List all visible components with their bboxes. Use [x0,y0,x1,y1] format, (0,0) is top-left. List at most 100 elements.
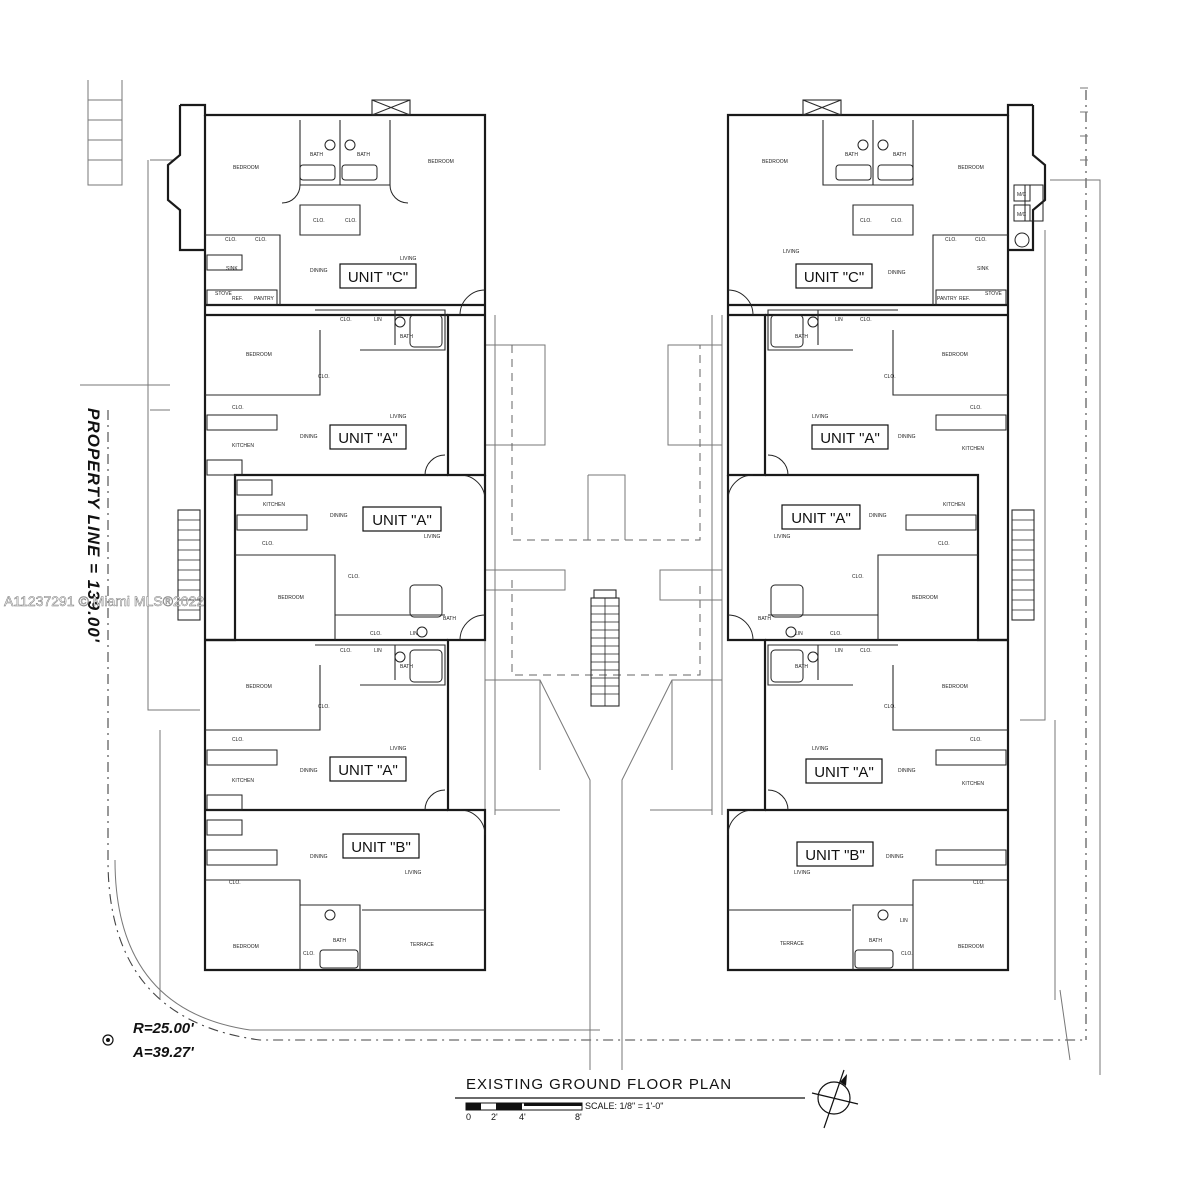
site-lines [80,80,1101,1075]
room-label: CLO. [340,317,352,323]
room-label: DINING [898,434,916,440]
room-label: CLO. [255,237,267,243]
center-stair [590,589,620,707]
room-label: CLO. [318,704,330,710]
scale-tick: 0 [466,1112,471,1122]
room-label: CLO. [318,374,330,380]
room-label: BATH [310,152,323,158]
meter-label-1: M/C [1017,192,1027,198]
room-label: CLO. [830,631,842,637]
room-label: DINING [330,513,348,519]
room-label: LIN [410,631,418,637]
room-label: LIVING [424,534,441,540]
room-label: BEDROOM [233,165,259,171]
room-label: PANTRY [254,296,274,302]
room-label: LIVING [400,256,417,262]
room-label: BATH [795,334,808,340]
room-label: SINK [226,266,238,272]
room-label: BEDROOM [912,595,938,601]
room-label: CLO. [860,218,872,224]
room-label: BEDROOM [942,352,968,358]
meter-boxes: M/C M/C [1013,184,1031,248]
room-label: CLO. [970,405,982,411]
room-label: CLO. [891,218,903,224]
room-label: LIVING [794,870,811,876]
room-label: SINK [977,266,989,272]
room-label: CLO. [970,737,982,743]
unit-labels-left: UNIT "C" UNIT "A" UNIT "A" UNIT "A" UNIT… [329,263,442,859]
room-label: BATH [893,152,906,158]
room-label: BEDROOM [233,944,259,950]
room-label: PANTRY [937,296,957,302]
room-label: LIVING [812,746,829,752]
room-label: LIVING [405,870,422,876]
north-arrow-icon [811,1069,859,1129]
unit-label: UNIT "A" [338,762,398,779]
room-label: CLO. [975,237,987,243]
unit-label: UNIT "A" [372,512,432,529]
watermark: A11237291 © Miami MLS®2022 [4,593,204,609]
room-label: REF. [959,296,970,302]
room-label: CLO. [852,574,864,580]
room-label: BEDROOM [762,159,788,165]
room-label: LIVING [783,249,800,255]
room-label: DINING [886,854,904,860]
room-label: KITCHEN [962,781,984,787]
unit-labels-right: UNIT "C" UNIT "A" UNIT "A" UNIT "A" UNIT… [781,263,889,867]
room-label: CLO. [860,317,872,323]
room-label: BEDROOM [246,684,272,690]
room-labels-left: BEDROOM BEDROOM BATH BATH CLO. CLO. CLO.… [215,152,456,957]
room-label: CLO. [370,631,382,637]
right-building [726,99,1047,972]
unit-label: UNIT "A" [338,430,398,447]
radius-label: R=25.00' [133,1020,194,1037]
room-label: DINING [300,768,318,774]
room-label: BEDROOM [942,684,968,690]
room-label: BATH [795,664,808,670]
room-label: CLO. [884,374,896,380]
room-label: BATH [400,334,413,340]
room-label: CLO. [229,880,241,886]
room-label: BATH [869,938,882,944]
scale-tick: 2' [491,1112,498,1122]
room-label: CLO. [348,574,360,580]
room-label: BEDROOM [278,595,304,601]
room-label: BATH [758,616,771,622]
side-stairs [177,509,1035,621]
room-label: DINING [898,768,916,774]
room-label: DINING [300,434,318,440]
room-label: DINING [869,513,887,519]
room-label: CLO. [860,648,872,654]
room-label: LIN [795,631,803,637]
room-label: BEDROOM [428,159,454,165]
plan-title: EXISTING GROUND FLOOR PLAN [466,1076,732,1093]
room-label: REF. [232,296,243,302]
room-label: CLO. [938,541,950,547]
room-label: CLO. [313,218,325,224]
unit-label: UNIT "A" [791,510,851,527]
room-label: LIVING [774,534,791,540]
room-label: KITCHEN [232,443,254,449]
room-label: CLO. [225,237,237,243]
room-label: CLO. [232,737,244,743]
courtyard [484,315,723,1070]
left-building [166,99,487,972]
unit-label: UNIT "A" [820,430,880,447]
room-label: CLO. [345,218,357,224]
room-label: KITCHEN [962,446,984,452]
room-label: KITCHEN [263,502,285,508]
scale-tick: 4' [519,1112,526,1122]
room-label: LIVING [812,414,829,420]
room-label: LIVING [390,414,407,420]
arc-label: A=39.27' [132,1044,194,1061]
unit-label: UNIT "B" [351,839,411,856]
room-label: BATH [845,152,858,158]
room-label: KITCHEN [943,502,965,508]
room-label: CLO. [232,405,244,411]
unit-label: UNIT "A" [814,764,874,781]
room-label: KITCHEN [232,778,254,784]
room-label: LIN [374,648,382,654]
title-block: EXISTING GROUND FLOOR PLAN 0 2' 4' 8' SC… [455,1076,805,1122]
room-label: CLO. [303,951,315,957]
room-label: TERRACE [410,942,435,948]
